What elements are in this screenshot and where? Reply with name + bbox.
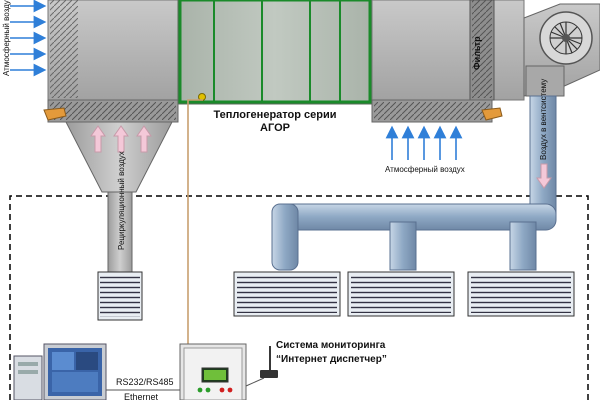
air-to-vent-label: Воздух в вентсистему [539, 79, 548, 160]
controller-modem-cable [245, 377, 265, 387]
atmo-inlet-arrows [10, 0, 47, 77]
diffuser-grille-2 [347, 271, 455, 317]
filter-label: Фильтр [472, 36, 482, 70]
centrifugal-fan-icon [539, 11, 593, 65]
diffuser-grille-3 [467, 271, 575, 317]
supply-arrow [536, 163, 552, 189]
filter-section [371, 0, 525, 123]
ethernet-label: Ethernet [124, 392, 159, 400]
supply-duct [271, 95, 557, 271]
heat-generator-title-2: АГОР [260, 122, 290, 134]
monitoring-label-2: “Интернет диспетчер” [276, 354, 387, 365]
monitoring-label-1: Система мониторинга [276, 340, 386, 351]
rs-bus-label: RS232/RS485 [116, 377, 174, 387]
heat-generator [177, 0, 373, 105]
atmo-air-bottom-label: Атмосферный воздух [385, 165, 465, 174]
building-boundary [9, 195, 589, 400]
gsm-modem-icon [260, 346, 278, 378]
diffuser-grille-1 [233, 271, 341, 317]
computer-icon[interactable] [13, 343, 107, 400]
heat-generator-title-1: Теплогенератор серии [213, 109, 336, 121]
atmo-air-left-label: Атмосферный воздух [2, 0, 11, 76]
recirc-air-label: Рециркуляционный воздух [117, 151, 126, 250]
inlet-section [47, 0, 179, 123]
support-feet [43, 107, 503, 121]
recirc-arrows [90, 125, 152, 153]
control-cabinet-icon[interactable] [179, 343, 247, 400]
atmo-bottom-arrows [385, 125, 463, 160]
signal-cable [187, 99, 203, 346]
